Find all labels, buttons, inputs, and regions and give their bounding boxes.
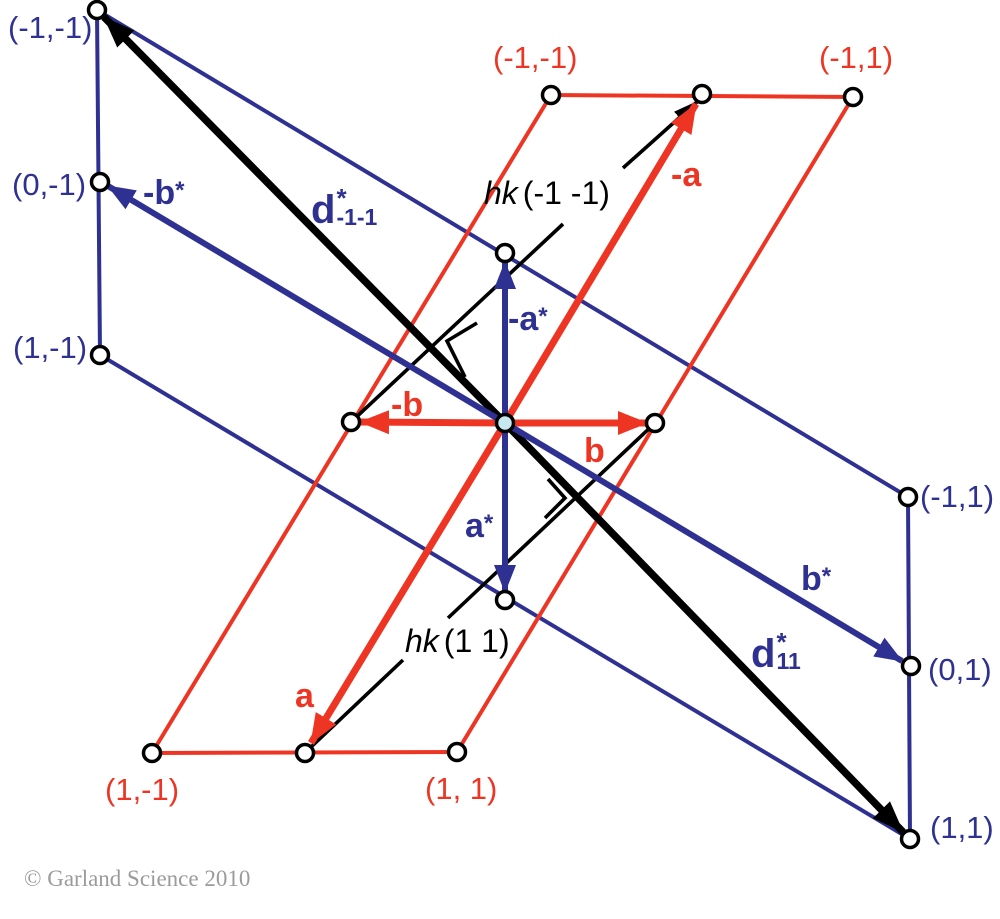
- right-angle-marks: [444, 321, 568, 520]
- direct-basis-vectors: [308, 102, 700, 745]
- vector-label-neg-b: -b: [391, 386, 424, 424]
- d-star-neg1neg1-arrow: [101, 14, 508, 426]
- reciprocal-label-neg11: (-1,1): [920, 479, 995, 514]
- vector-label-a: a: [295, 677, 314, 715]
- reciprocal-point-10: [494, 589, 516, 611]
- plane-trace-11-upper: [446, 421, 657, 620]
- direct-point-neg1neg1: [540, 84, 562, 106]
- b-star-arrow: [503, 420, 904, 664]
- direct-label-neg11: (-1,1): [819, 40, 894, 75]
- reciprocal-label-neg1neg1: (-1,-1): [8, 10, 93, 45]
- reciprocal-label-1neg1: (1,-1): [13, 330, 88, 365]
- reciprocal-point-neg11: [897, 486, 919, 508]
- vector-label-neg-b-star: -b*: [143, 174, 185, 212]
- d-star-vectors: [101, 14, 906, 835]
- direct-point-10: [294, 742, 316, 764]
- right-angle-mark-neg1neg1: [444, 321, 478, 378]
- plane-trace-neg1neg1-lower: [349, 222, 565, 424]
- lattice-points: [86, 0, 922, 850]
- direct-label-11: (1, 1): [425, 771, 498, 806]
- origin-point: [494, 412, 516, 434]
- d-star-11-arrow: [502, 420, 906, 835]
- right-angle-mark-11: [543, 477, 568, 520]
- reciprocal-point-1neg1: [89, 344, 111, 366]
- direct-point-neg10: [691, 83, 713, 105]
- plane-label-hk-11: hk(1 1): [405, 623, 510, 659]
- copyright-text: © Garland Science 2010: [24, 866, 251, 891]
- neg-b-star-arrow: [106, 183, 507, 426]
- reciprocal-point-neg10: [494, 242, 516, 264]
- neg-a-arrow: [501, 102, 700, 425]
- reciprocal-label-0neg1: (0,-1): [12, 167, 87, 202]
- vector-label-b: b: [584, 432, 605, 470]
- vector-label-neg-a: -a: [671, 156, 702, 194]
- vector-label-neg-a-star: -a*: [508, 300, 548, 338]
- a-arrow: [308, 421, 508, 745]
- direct-label-1neg1: (1,-1): [105, 772, 180, 807]
- vector-label-a-star: a*: [465, 507, 494, 545]
- reciprocal-point-0neg1: [89, 171, 111, 193]
- vector-label-b-star: b*: [801, 560, 832, 598]
- reciprocal-point-11: [899, 828, 921, 850]
- direct-point-01: [644, 412, 666, 434]
- reciprocal-point-neg1neg1: [86, 0, 108, 21]
- direct-point-1neg1: [141, 742, 163, 764]
- direct-point-11: [446, 741, 468, 763]
- reciprocal-basis-vectors: [106, 183, 904, 664]
- vector-label-d-star-11: d*11: [751, 627, 801, 676]
- neg-b-arrow: [359, 410, 506, 435]
- reciprocal-point-01: [900, 655, 922, 677]
- direct-point-neg11: [842, 86, 864, 108]
- reciprocal-label-01: (0,1): [928, 652, 992, 687]
- direct-label-neg1neg1: (-1,-1): [493, 40, 578, 75]
- plane-label-hk-neg1neg1: hk(-1 -1): [484, 175, 610, 211]
- direct-point-0neg1: [340, 411, 362, 433]
- vector-label-d-star-neg1neg1: d*-1-1: [311, 183, 378, 232]
- reciprocal-label-11: (1,1): [930, 810, 994, 845]
